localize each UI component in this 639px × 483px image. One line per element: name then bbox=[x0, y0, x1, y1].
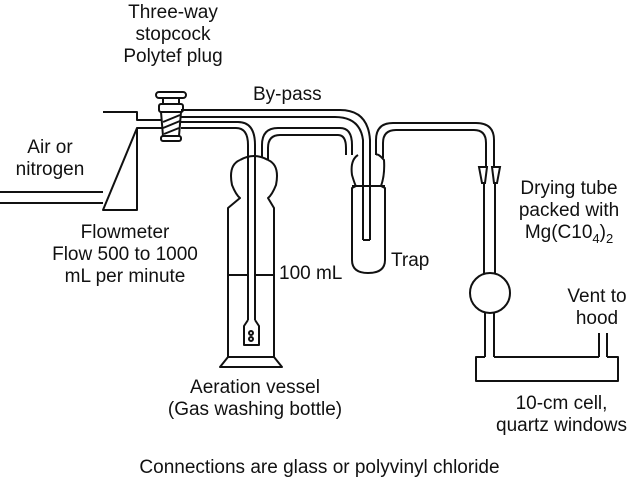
trap bbox=[350, 153, 386, 274]
label-line: 10-cm cell, bbox=[515, 393, 608, 414]
label-line: Air or bbox=[27, 137, 73, 158]
drying-tube bbox=[469, 166, 511, 357]
label-line: Flowmeter bbox=[80, 222, 170, 243]
flowmeter-label: Flowmeter Flow 500 to 1000 mL per minute bbox=[25, 222, 225, 288]
label-line: Drying tube bbox=[520, 178, 618, 199]
inlet-pipe bbox=[0, 191, 103, 204]
formula-sub: 4 bbox=[592, 230, 600, 246]
formula: Mg(C104)2 bbox=[504, 222, 634, 250]
stopcock bbox=[155, 91, 187, 142]
label-line: Aeration vessel bbox=[190, 377, 320, 398]
quartz-cell bbox=[475, 333, 619, 382]
bypass-tube bbox=[181, 109, 371, 241]
inlet-tube-to-vessel bbox=[181, 121, 256, 320]
formula-sub: 2 bbox=[605, 230, 614, 246]
label-line: Three-way bbox=[128, 2, 218, 23]
label-line: nitrogen bbox=[15, 159, 85, 180]
trap-label: Trap bbox=[391, 250, 430, 271]
label-line: stopcock bbox=[135, 24, 211, 45]
formula-text: ) bbox=[599, 222, 606, 243]
formula-text: Mg(C10 bbox=[524, 222, 593, 243]
label-line: Polytef plug bbox=[123, 46, 223, 67]
label-line: quartz windows bbox=[496, 415, 627, 436]
volume-label: 100 mL bbox=[279, 263, 343, 284]
label-line: hood bbox=[575, 308, 619, 329]
vessel-label: Aeration vessel (Gas washing bottle) bbox=[150, 377, 360, 421]
label-line: (Gas washing bottle) bbox=[167, 399, 343, 420]
bypass-label: By-pass bbox=[253, 84, 322, 105]
label-line: Flow 500 to 1000 bbox=[52, 244, 198, 265]
caption: Connections are glass or polyvinyl chlor… bbox=[139, 457, 500, 478]
stopcock-label: Three-way stopcock Polytef plug bbox=[108, 2, 238, 68]
label-line: packed with bbox=[518, 200, 620, 221]
label-line: Vent to bbox=[567, 286, 627, 307]
drying-tube-label: Drying tube packed with Mg(C104)2 bbox=[504, 178, 634, 250]
vessel-outlet-tube bbox=[261, 127, 353, 160]
inlet-label: Air or nitrogen bbox=[0, 137, 100, 181]
trap-outlet-tube bbox=[375, 122, 495, 167]
label-line: mL per minute bbox=[64, 266, 186, 287]
cell-label: 10-cm cell, quartz windows bbox=[484, 393, 639, 437]
flowmeter bbox=[102, 111, 162, 211]
vent-label: Vent to hood bbox=[555, 286, 639, 330]
aeration-vessel bbox=[219, 155, 283, 368]
vent-tube bbox=[598, 333, 608, 357]
